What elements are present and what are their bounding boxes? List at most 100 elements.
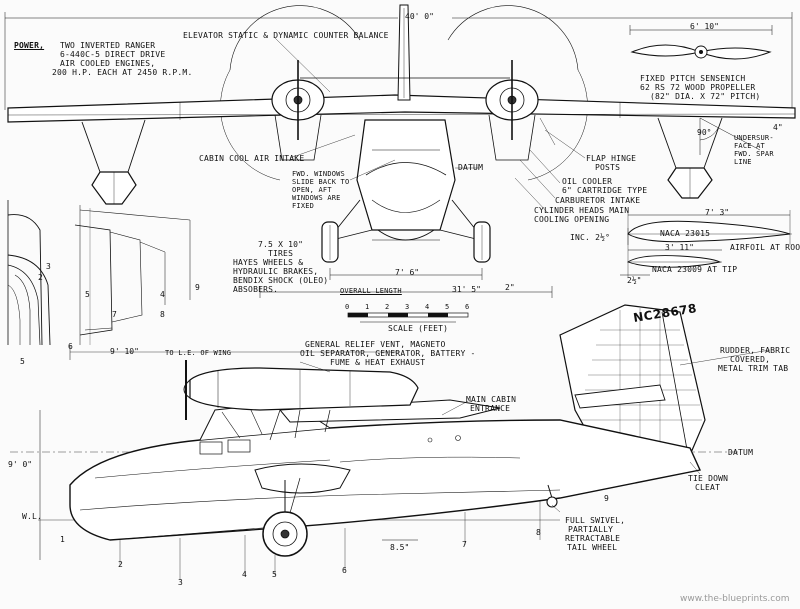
oil-cooler-label-2: 6" CARTRIDGE TYPE [562, 186, 648, 195]
hayes-label-4: ABSOBERS. [233, 285, 279, 294]
station-6: 6 [342, 566, 347, 575]
underside-label-2: FACE AT [734, 142, 765, 150]
relief-label-1: GENERAL RELIEF VENT, MAGNETO [305, 340, 446, 349]
flap-hinge-label-1: FLAP HINGE [586, 154, 637, 163]
waterline-label: W.L. [22, 512, 43, 521]
propeller-diameter: 6' 10" [690, 22, 719, 31]
propeller-detail [629, 25, 773, 60]
propeller-label-1: FIXED PITCH SENSENICH [640, 74, 746, 83]
propeller-label-2: 62 RS 72 WOOD PROPELLER [640, 83, 756, 92]
elevator-balance-label: ELEVATOR STATIC & DYNAMIC COUNTER BALANC… [183, 31, 389, 40]
datum-front-label: DATUM [458, 163, 484, 172]
section-mark-2: 2 [38, 273, 43, 282]
station-3: 3 [178, 578, 183, 587]
span-dimension: 40' 0" [405, 12, 434, 21]
station-8: 8 [536, 528, 541, 537]
tires-label-1: 7.5 x 10" [258, 240, 304, 249]
cylinder-label-1: CYLINDER HEADS MAIN [534, 206, 630, 215]
scale-tick-4: 4 [425, 303, 430, 311]
rudder-label-2: COVERED, [730, 355, 771, 364]
incidence-label: INC. 2½° [570, 233, 611, 242]
hayes-label-3: BENDIX SHOCK (oleo) [233, 276, 329, 285]
power-heading: POWER, [14, 41, 45, 50]
carburetor-label: CARBURETOR INTAKE [555, 196, 641, 205]
power-line-3: AIR COOLED ENGINES, [60, 59, 156, 68]
windows-label-5: FIXED [292, 202, 315, 210]
hayes-label-1: HAYES WHEELS & [233, 258, 304, 267]
windows-label-2: SLIDE BACK TO [292, 178, 350, 186]
power-line-2: 6-440C-5 DIRECT DRIVE [60, 50, 166, 59]
airfoil-root-label: AIRFOIL AT ROOT [730, 243, 800, 252]
station-4: 4 [242, 570, 247, 579]
dim-8-5: 8.5" [390, 543, 410, 552]
tiedown-label-2: CLEAT [695, 483, 721, 492]
main-cabin-label-1: MAIN CABIN [466, 395, 517, 404]
scale-bar [259, 286, 553, 323]
section-mark-6: 6 [68, 342, 73, 351]
windows-label-1: FWD. WINDOWS [292, 170, 345, 178]
side-view [10, 304, 771, 580]
propeller-label-3: (82" DIA. x 72" PITCH) [650, 92, 761, 101]
main-cabin-label-2: ENTRANCE [470, 404, 511, 413]
underside-label-1: UNDERSUR- [734, 134, 774, 142]
section-mark-8: 8 [160, 310, 165, 319]
station-9: 9 [604, 494, 609, 503]
rudder-label-1: RUDDER, FABRIC [720, 346, 791, 355]
windows-label-4: WINDOWS ARE [292, 194, 341, 202]
swivel-label-4: TAIL WHEEL [567, 543, 618, 552]
station-1: 1 [60, 535, 65, 544]
scale-tick-0: 0 [345, 303, 350, 311]
tiedown-label-1: TIE DOWN [688, 474, 729, 483]
front-view [4, 4, 796, 280]
section-mark-3: 3 [46, 262, 51, 271]
airfoil-detail [620, 210, 792, 278]
rudder-label-3: METAL TRIM TAB [718, 364, 789, 373]
relief-label-3: FUME & HEAT EXHAUST [330, 358, 426, 367]
windows-label-3: OPEN, AFT [292, 186, 332, 194]
scale-tick-5: 5 [445, 303, 450, 311]
angle-label: 90° [697, 128, 712, 137]
underside-label-3: FWD. SPAR [734, 150, 774, 158]
section-mark-5: 5 [85, 290, 90, 299]
chord-tip: 3' 11" [665, 243, 694, 252]
relief-label-2: OIL SEPARATOR, GENERATOR, BATTERY - [300, 349, 476, 358]
hull-sections [7, 200, 400, 360]
scale-tick-1: 1 [365, 303, 370, 311]
height-dimension: 9' 0" [8, 460, 33, 469]
overall-length-label: OVERALL LENGTH [340, 287, 402, 295]
airfoil-span: 7' 3" [705, 208, 730, 217]
station-2: 2 [118, 560, 123, 569]
watermark: www.the-blueprints.com [680, 594, 790, 604]
cylinder-label-2: COOLING OPENING [534, 215, 610, 224]
underside-label-4: LINE [734, 158, 752, 166]
section-mark-9: 9 [195, 283, 200, 292]
power-line-1: TWO INVERTED RANGER [60, 41, 156, 50]
naca-tip-label: NACA 23009 AT TIP [652, 265, 738, 274]
scale-label: SCALE (feet) [388, 324, 449, 333]
overall-length-value: 31' 5" [452, 285, 481, 294]
dim-9-10: 9' 10" [110, 347, 139, 356]
oil-cooler-label-1: OIL COOLER [562, 177, 613, 186]
swivel-label-1: FULL SWIVEL, [565, 516, 626, 525]
tires-label-2: TIRES [268, 249, 294, 258]
power-line-4: 200 H.P. each at 2450 R.P.M. [52, 68, 193, 77]
section-mark-7: 7 [112, 310, 117, 319]
cabin-cool-label: CABIN COOL AIR INTAKE [199, 154, 305, 163]
dim-2-5-inch: 2½" [627, 276, 642, 285]
dim-2-inch: 2" [505, 283, 515, 292]
hayes-label-2: HYDRAULIC BRAKES, [233, 267, 319, 276]
swivel-label-2: PARTIALLY [568, 525, 614, 534]
station-7: 7 [462, 540, 467, 549]
track-dimension: 7' 6" [395, 268, 420, 277]
naca-root-label: NACA 23015 [660, 229, 711, 238]
scale-tick-2: 2 [385, 303, 390, 311]
flap-hinge-label-2: POSTS [595, 163, 621, 172]
section-mark-4: 4 [160, 290, 165, 299]
section-mark-5b: 5 [20, 357, 25, 366]
station-5: 5 [272, 570, 277, 579]
dim-4-inch: 4" [773, 123, 783, 132]
datum-side-label: DATUM [728, 448, 754, 457]
to-le-label: TO L.E. OF WING [165, 349, 232, 357]
